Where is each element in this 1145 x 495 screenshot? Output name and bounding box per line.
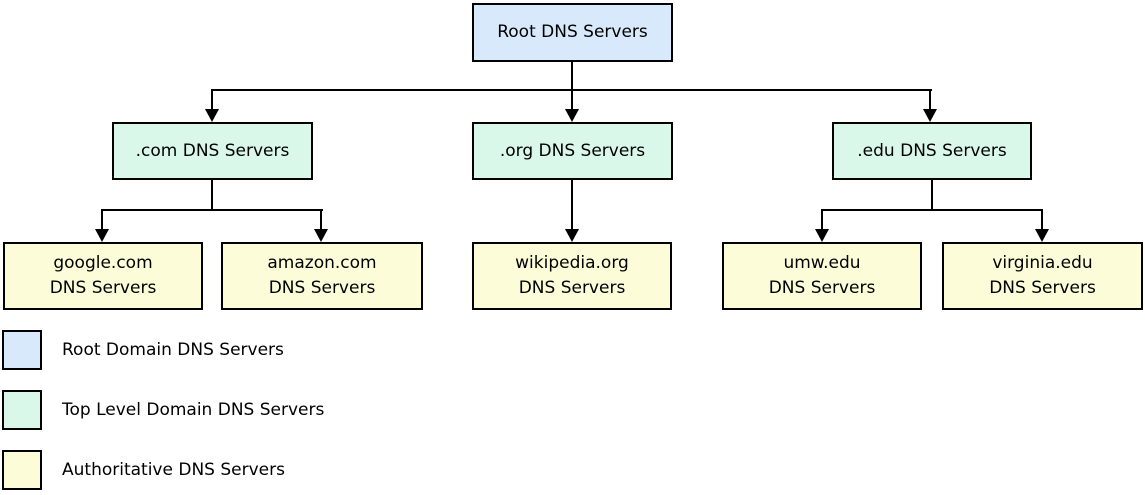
node-label-line2: DNS Servers (268, 278, 376, 298)
node-wikipedia-org-dns-servers: wikipedia.org DNS Servers (472, 242, 672, 310)
node-root-dns-servers: Root DNS Servers (472, 3, 673, 62)
arrowhead-to-wikipedia (565, 229, 579, 242)
legend-swatch-root-domain (2, 330, 42, 370)
node-label-line2: DNS Servers (989, 278, 1096, 298)
node-org-dns-servers: .org DNS Servers (472, 122, 673, 180)
connector-com-bus (101, 209, 323, 211)
connector-edu-stem (931, 179, 933, 211)
node-label: .org DNS Servers (499, 140, 646, 161)
arrowhead-to-umw (815, 229, 829, 242)
connector-root-stem (571, 61, 573, 91)
arrowhead-to-com (205, 109, 219, 122)
node-label-line1: google.com (53, 253, 153, 274)
node-label-line1: amazon.com (267, 253, 377, 274)
connector-stem-to-virginia (1041, 209, 1043, 233)
arrowhead-to-virginia (1035, 229, 1049, 242)
connector-stem-to-google (101, 209, 103, 233)
node-label: .edu DNS Servers (857, 140, 1007, 161)
node-google-com-dns-servers: google.com DNS Servers (3, 242, 203, 310)
connector-stem-to-amazon (320, 209, 322, 233)
arrowhead-to-edu (923, 109, 937, 122)
node-label-line1: virginia.edu (992, 253, 1093, 274)
node-virginia-edu-dns-servers: virginia.edu DNS Servers (942, 242, 1143, 310)
node-amazon-com-dns-servers: amazon.com DNS Servers (221, 242, 423, 310)
node-label: .com DNS Servers (135, 140, 290, 161)
connector-stem-to-org (571, 89, 573, 113)
node-label-line1: umw.edu (783, 253, 861, 274)
node-label-line1: wikipedia.org (515, 253, 629, 274)
node-label-line2: DNS Servers (49, 278, 157, 298)
connector-org-stem (571, 179, 573, 231)
connector-edu-bus (821, 209, 1043, 211)
node-edu-dns-servers: .edu DNS Servers (832, 122, 1032, 180)
node-label: Root DNS Servers (497, 22, 648, 43)
connector-com-stem (211, 179, 213, 211)
node-label-line2: DNS Servers (768, 278, 876, 298)
legend-label-top-level-domain: Top Level Domain DNS Servers (62, 400, 325, 420)
legend-swatch-top-level-domain (2, 390, 42, 430)
connector-stem-to-umw (821, 209, 823, 233)
arrowhead-to-amazon (314, 229, 328, 242)
node-label-line2: DNS Servers (518, 278, 626, 298)
legend-swatch-authoritative (2, 450, 42, 490)
legend-label-authoritative: Authoritative DNS Servers (62, 460, 285, 480)
node-umw-edu-dns-servers: umw.edu DNS Servers (722, 242, 922, 310)
connector-stem-to-edu (929, 89, 931, 113)
arrowhead-to-org (565, 109, 579, 122)
connector-stem-to-com (211, 89, 213, 113)
node-com-dns-servers: .com DNS Servers (112, 122, 313, 180)
legend-label-root-domain: Root Domain DNS Servers (62, 340, 284, 360)
arrowhead-to-google (95, 229, 109, 242)
